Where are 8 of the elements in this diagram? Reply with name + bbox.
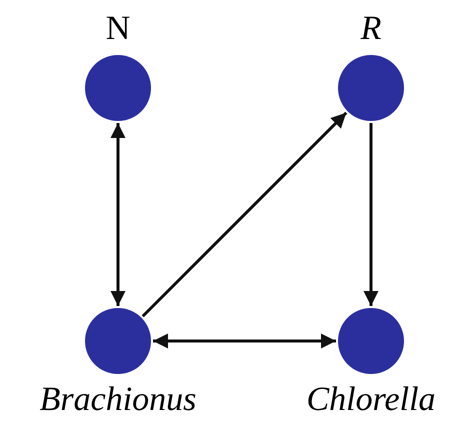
node-label: Brachionus <box>38 380 198 420</box>
node-label: N <box>104 9 132 49</box>
arrow <box>153 334 336 348</box>
node-label: R <box>360 9 382 49</box>
node-label: Chlorella <box>305 380 437 420</box>
arrow <box>142 112 348 318</box>
arrow <box>364 123 378 306</box>
arrow <box>110 123 126 306</box>
